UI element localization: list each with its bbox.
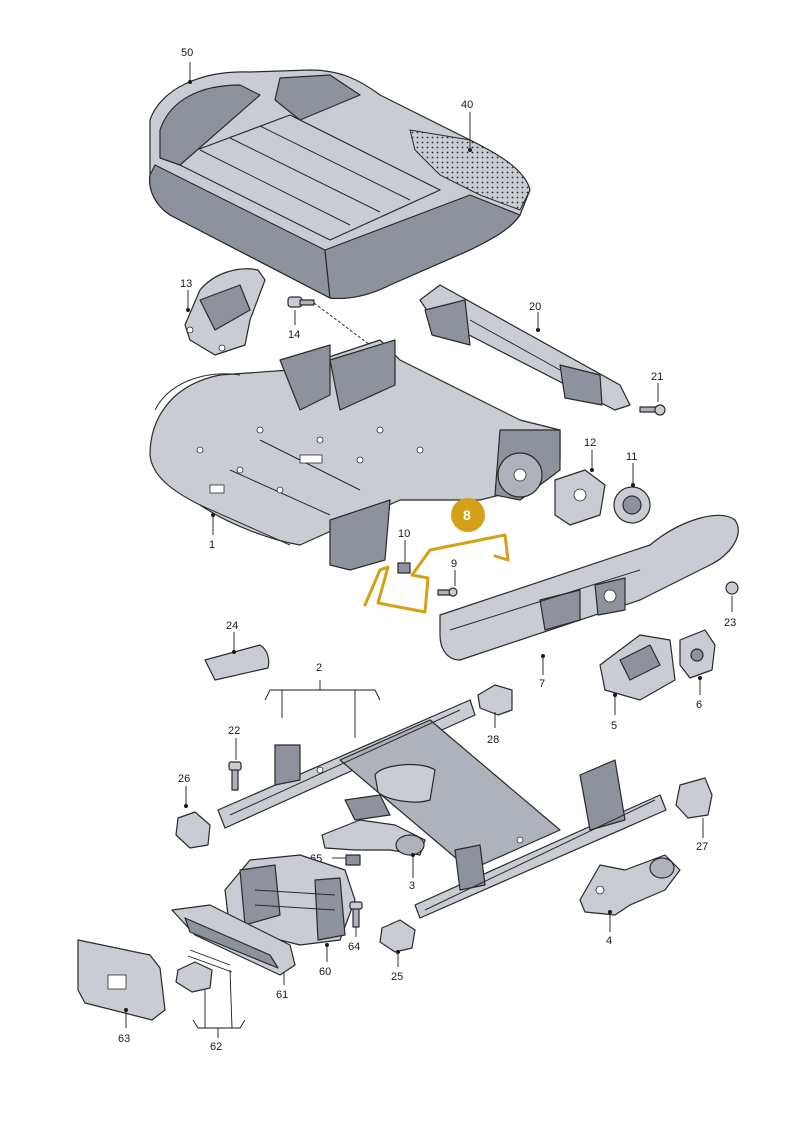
callout-22: 22 [228,725,240,760]
callout-26: 26 [178,773,190,808]
label-13: 13 [180,278,192,290]
callout-28: 28 [487,712,499,746]
part-26-clip [175,811,211,849]
label-40: 40 [461,99,473,111]
label-11: 11 [626,451,637,463]
label-24: 24 [226,620,238,632]
part-21-screw [639,404,666,416]
part-9-screw [437,587,458,597]
seat-cushion [149,69,531,300]
callout-40: 40 [461,99,473,152]
part-2-seat-adjuster [217,699,667,919]
label-61: 61 [276,989,288,1001]
callout-12: 12 [584,437,596,472]
part-4-motor [579,854,681,916]
part-6-switch [679,629,716,679]
label-22: 22 [228,725,240,737]
callout-13: 13 [180,278,192,312]
label-14: 14 [288,329,300,341]
part-25-clip [379,919,416,953]
callout-50: 50 [181,47,193,84]
callout-5: 5 [611,693,617,732]
label-64: 64 [348,941,360,953]
part-61-cover [171,904,296,976]
label-12: 12 [584,437,596,449]
part-11-knob [613,486,651,524]
callout-2-bracket: 2 [264,662,381,738]
part-3-motor [321,794,426,856]
label-10: 10 [398,528,410,540]
callout-21: 21 [651,371,663,402]
label-60: 60 [319,966,331,978]
label-23: 23 [724,617,736,629]
part-14-bolt [287,296,371,346]
callout-4: 4 [606,910,612,947]
callout-10: 10 [398,528,410,562]
part-1-seat-frame [149,339,561,571]
callout-63: 63 [118,1008,130,1045]
part-64-screw [349,901,363,928]
callout-14: 14 [288,310,300,341]
callout-6: 6 [696,676,702,711]
callout-27: 27 [696,818,708,853]
label-1: 1 [209,539,215,551]
callout-3: 3 [409,853,415,892]
part-22-bolt [228,761,242,791]
label-7: 7 [539,678,545,690]
part-13-bracket [184,268,266,356]
callout-1: 1 [209,513,215,551]
label-8: 8 [463,507,471,523]
part-24-cover [204,644,270,681]
label-25: 25 [391,971,403,983]
callout-11: 11 [626,451,637,487]
label-21: 21 [651,371,663,383]
callout-23: 23 [724,596,736,629]
part-63-panel [77,939,166,1021]
label-27: 27 [696,841,708,853]
label-20: 20 [529,301,541,313]
label-5: 5 [611,720,617,732]
label-63: 63 [118,1033,130,1045]
part-12-plate [554,469,606,526]
callout-61: 61 [276,972,288,1001]
part-20-rail-trim [419,284,631,411]
callout-9: 9 [451,558,457,586]
part-27-clip [675,777,713,819]
label-28: 28 [487,734,499,746]
part-8-wire-highlighted: 8 [363,498,510,614]
label-4: 4 [606,935,612,947]
label-9: 9 [451,558,457,570]
part-60-housing [224,854,356,946]
label-50: 50 [181,47,193,59]
part-28-clip [477,684,513,716]
callout-64: 64 [348,927,360,953]
part-7-side-trim [439,514,739,661]
callout-24: 24 [226,620,238,654]
label-62: 62 [210,1041,222,1053]
label-6: 6 [696,699,702,711]
part-23-screw [725,581,739,595]
callout-62: 62 [192,969,246,1053]
label-3: 3 [409,880,415,892]
label-2: 2 [316,662,322,674]
callout-20: 20 [529,301,541,332]
callout-25: 25 [391,950,403,983]
part-62-clips [175,949,233,993]
callout-60: 60 [319,943,331,978]
part-5-switch [599,634,676,701]
callout-7: 7 [539,654,545,690]
part-65-clip [345,854,361,866]
label-26: 26 [178,773,190,785]
part-10-clip [397,562,411,574]
